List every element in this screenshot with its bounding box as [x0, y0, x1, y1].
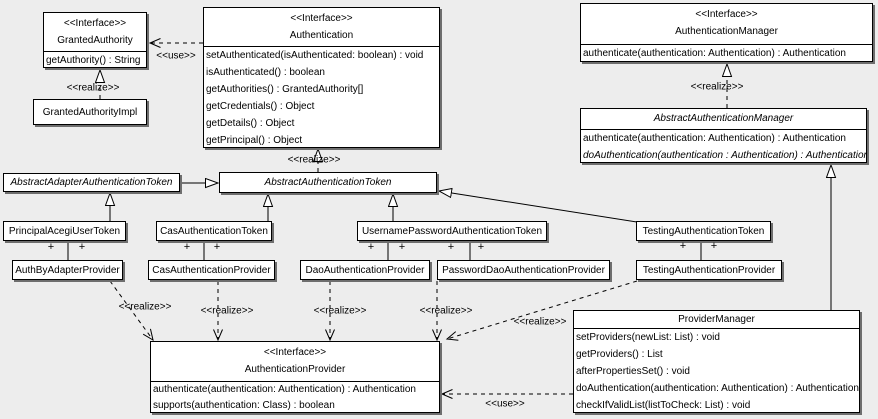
realize-label: <<realize>>: [66, 82, 120, 94]
edge-realize-testingauthenticationprovider: [445, 280, 638, 341]
class-name: AbstractAuthenticationManager: [653, 113, 794, 124]
realize-label: <<realize>>: [118, 301, 172, 313]
class-provider-manager[interactable]: ProviderManager setProviders(newList: Li…: [573, 310, 860, 413]
class-name: TestingAuthenticationProvider: [642, 264, 776, 276]
stereotype-label: <<Interface>>: [290, 13, 353, 24]
multiplicity-label: +: [398, 241, 406, 253]
method: setProviders(newList: List) : void: [576, 332, 720, 343]
method: getDetails() : Object: [206, 118, 295, 129]
class-name: UsernamePasswordAuthenticationToken: [361, 225, 543, 237]
methods-compartment: setProviders(newList: List) : void getPr…: [574, 328, 859, 412]
abstract-method: doAuthentication(authentication : Authen…: [583, 150, 866, 161]
method: doAuthentication(authentication: Authent…: [576, 383, 859, 394]
class-granted-authority[interactable]: <<Interface>> GrantedAuthority getAuthor…: [43, 12, 147, 68]
multiplicity-label: +: [78, 241, 86, 253]
class-username-password-authentication-token[interactable]: UsernamePasswordAuthenticationToken: [357, 221, 547, 241]
method: afterPropertiesSet() : void: [576, 366, 690, 377]
class-auth-by-adapter-provider[interactable]: AuthByAdapterProvider: [12, 260, 123, 280]
methods-compartment: setAuthenticated(isAuthenticated: boolea…: [204, 46, 439, 147]
multiplicity-label: +: [47, 241, 55, 253]
class-password-dao-authentication-provider[interactable]: PasswordDaoAuthenticationProvider: [437, 260, 610, 280]
class-name: TestingAuthenticationToken: [642, 225, 765, 237]
class-abstract-adapter-authentication-token[interactable]: AbstractAdapterAuthenticationToken: [3, 173, 180, 192]
method: getProviders() : List: [576, 349, 663, 360]
use-label: <<use>>: [485, 398, 525, 410]
method: authenticate(authentication: Authenticat…: [583, 48, 846, 59]
class-abstract-authentication-token[interactable]: AbstractAuthenticationToken: [219, 172, 437, 193]
class-name: CasAuthenticationProvider: [152, 264, 271, 276]
realize-label: <<realize>>: [200, 305, 254, 317]
class-name: CasAuthenticationToken: [160, 225, 268, 237]
stereotype-label: <<Interface>>: [263, 347, 327, 358]
class-testing-authentication-token[interactable]: TestingAuthenticationToken: [636, 221, 771, 241]
class-name: ProviderManager: [678, 314, 755, 325]
method: checkIfValidList(listToCheck: List) : vo…: [576, 400, 751, 411]
multiplicity-label: +: [679, 240, 687, 252]
realize-label: <<realize>>: [690, 81, 744, 93]
method: authenticate(authentication: Authenticat…: [153, 384, 416, 395]
methods-compartment: authenticate(authentication: Authenticat…: [581, 44, 872, 61]
method: getCredentials() : Object: [206, 101, 315, 112]
class-principal-acegi-user-token[interactable]: PrincipalAcegiUserToken: [3, 221, 126, 241]
class-dao-authentication-provider[interactable]: DaoAuthenticationProvider: [300, 260, 430, 280]
realize-label: <<realize>>: [419, 305, 473, 317]
use-label: <<use>>: [156, 50, 196, 62]
class-title: <<Interface>> AuthenticationProvider: [151, 342, 439, 381]
class-name: GrantedAuthorityImpl: [42, 106, 138, 118]
methods-compartment: authenticate(authentication: Authenticat…: [151, 381, 439, 412]
class-name: PrincipalAcegiUserToken: [8, 225, 121, 237]
multiplicity-label: +: [367, 241, 375, 253]
class-name: DaoAuthenticationProvider: [305, 264, 425, 276]
multiplicity-label: +: [710, 240, 718, 252]
class-title: <<Interface>> AuthenticationManager: [581, 4, 872, 44]
class-name: AuthenticationManager: [675, 26, 778, 37]
class-authentication-provider[interactable]: <<Interface>> AuthenticationProvider aut…: [150, 341, 440, 413]
methods-compartment: authenticate(authentication: Authenticat…: [581, 129, 866, 162]
class-name: AuthByAdapterProvider: [15, 264, 120, 276]
class-cas-authentication-token[interactable]: CasAuthenticationToken: [156, 221, 272, 241]
stereotype-label: <<Interface>>: [63, 18, 127, 29]
class-name: AbstractAdapterAuthenticationToken: [10, 177, 173, 188]
class-abstract-authentication-manager[interactable]: AbstractAuthenticationManager authentica…: [580, 108, 867, 163]
class-name: PasswordDaoAuthenticationProvider: [442, 264, 605, 276]
method: setAuthenticated(isAuthenticated: boolea…: [206, 50, 424, 61]
method: getAuthority() : String: [46, 55, 141, 66]
class-title: <<Interface>> GrantedAuthority: [44, 13, 146, 51]
class-testing-authentication-provider[interactable]: TestingAuthenticationProvider: [636, 260, 782, 280]
methods-compartment: getAuthority() : String: [44, 51, 146, 67]
method: getPrincipal() : Object: [206, 135, 303, 146]
class-granted-authority-impl[interactable]: GrantedAuthorityImpl: [33, 99, 147, 125]
method: getAuthorities() : GrantedAuthority[]: [206, 84, 364, 95]
class-name: Authentication: [289, 30, 354, 41]
multiplicity-label: +: [477, 241, 485, 253]
class-title: <<Interface>> Authentication: [204, 8, 439, 46]
multiplicity-label: +: [447, 241, 455, 253]
class-name: AbstractAuthenticationToken: [264, 177, 392, 188]
method: isAuthenticated() : boolean: [206, 67, 325, 78]
multiplicity-label: +: [213, 241, 221, 253]
realize-label: <<realize>>: [313, 305, 367, 317]
class-authentication[interactable]: <<Interface>> Authentication setAuthenti…: [203, 7, 440, 148]
stereotype-label: <<Interface>>: [695, 9, 758, 20]
method: authenticate(authentication: Authenticat…: [583, 133, 846, 144]
multiplicity-label: +: [183, 241, 191, 253]
edge-gen-testingauthenticationtoken: [439, 191, 638, 223]
class-cas-authentication-provider[interactable]: CasAuthenticationProvider: [148, 260, 275, 280]
class-name: AuthenticationProvider: [244, 364, 346, 375]
method: supports(authentication: Class) : boolea…: [153, 400, 335, 411]
class-name: GrantedAuthority: [57, 35, 133, 46]
realize-label: <<realize>>: [287, 154, 341, 166]
realize-label: <<realize>>: [513, 316, 567, 328]
class-authentication-manager[interactable]: <<Interface>> AuthenticationManager auth…: [580, 3, 873, 62]
